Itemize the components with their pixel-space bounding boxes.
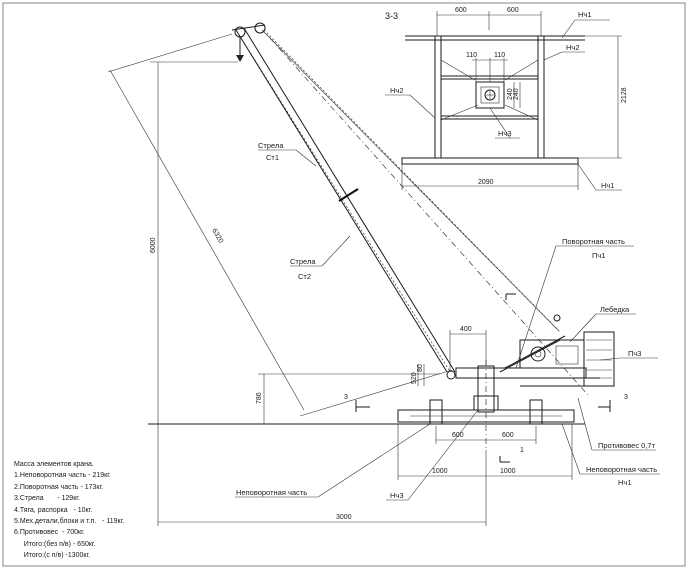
- boom: [235, 29, 448, 373]
- dim-600-left: 600: [455, 7, 467, 14]
- label-lebedka: Лебедка: [600, 305, 630, 314]
- label-nch3-bottom: Нч3: [390, 491, 404, 500]
- dim-1000-right: 1000: [500, 468, 516, 475]
- label-nepovorotnaya-right: Неповоротная часть: [586, 465, 657, 474]
- label-nch1-base: Нч1: [601, 181, 615, 190]
- label-strela-st2: Стрела: [290, 257, 316, 266]
- dim-110-left: 110: [466, 52, 477, 59]
- label-strela-st1: Стрела: [258, 141, 284, 150]
- legend-total: Итого:(без п/в) - 650кг.: [14, 540, 96, 548]
- dim-786: 786: [256, 392, 263, 404]
- dim-600-right: 600: [507, 7, 519, 14]
- crane-elevation: Стрела Ст1 Стрела Ст2 6000 6320 786 520 …: [107, 22, 660, 526]
- label-protivoves: Противовес 0,7т: [598, 441, 656, 450]
- dim-1000-left: 1000: [432, 468, 448, 475]
- label-nch3-top: Нч3: [498, 129, 512, 138]
- legend-item: 6.Противовес - 700кг.: [14, 529, 85, 537]
- dim-110-right: 110: [494, 52, 505, 59]
- label-nch2-left: Нч2: [390, 86, 404, 95]
- legend-item: 4.Тяга, распорка - 10кг.: [14, 506, 93, 514]
- arrow-mark-1: 1: [520, 447, 524, 454]
- dim-240-b: 240: [513, 88, 520, 100]
- dim-520: 520: [411, 372, 418, 384]
- section-mark-left: 3: [344, 394, 348, 401]
- legend-title: Масса элементов крана.: [14, 461, 94, 468]
- mass-legend: Масса элементов крана. 1.Неповоротная ча…: [14, 459, 124, 562]
- label-povorotnaya: Поворотная часть: [562, 237, 625, 246]
- dim-2090: 2090: [478, 179, 494, 186]
- label-st1: Ст1: [266, 153, 279, 162]
- dim-6000: 6000: [150, 237, 157, 253]
- label-pch3: Пч3: [628, 349, 641, 358]
- sheet-frame: [2, 2, 686, 567]
- rotating-platform: [455, 367, 587, 379]
- section-mark-right: 3: [624, 394, 628, 401]
- dim-80: 80: [417, 364, 424, 372]
- legend-item: 1.Неповоротная часть - 219кг.: [14, 472, 111, 480]
- legend-total: Итого:(с п/в) -1300кг.: [14, 552, 91, 560]
- legend-item: 5.Мех.детали,блоки и т.п. - 119кг.: [14, 518, 125, 526]
- label-nepovorotnaya-left: Неповоротная часть: [236, 488, 307, 497]
- hook-icon: [236, 55, 244, 62]
- section-view-3-3: 3-3 Нч1 600 600 Нч2 Нч2: [385, 7, 628, 191]
- label-pch1: Пч1: [592, 251, 605, 260]
- dim-600-bottom-right: 600: [502, 432, 514, 439]
- legend-item: 3.Стрела - 129кг.: [14, 495, 80, 503]
- legend-item: 2.Поворотная часть - 173кг.: [14, 483, 104, 491]
- dim-3000: 3000: [336, 514, 352, 521]
- section-title: 3-3: [385, 11, 398, 21]
- label-nch2-right: Нч2: [566, 43, 580, 52]
- label-st2: Ст2: [298, 272, 311, 281]
- label-nch1-top: Нч1: [578, 10, 592, 19]
- dim-240-a: 240: [507, 88, 514, 100]
- dim-6320: 6320: [210, 228, 224, 245]
- dim-400: 400: [460, 326, 472, 333]
- label-nch1-right: Нч1: [618, 478, 632, 487]
- dim-2128: 2128: [621, 87, 628, 103]
